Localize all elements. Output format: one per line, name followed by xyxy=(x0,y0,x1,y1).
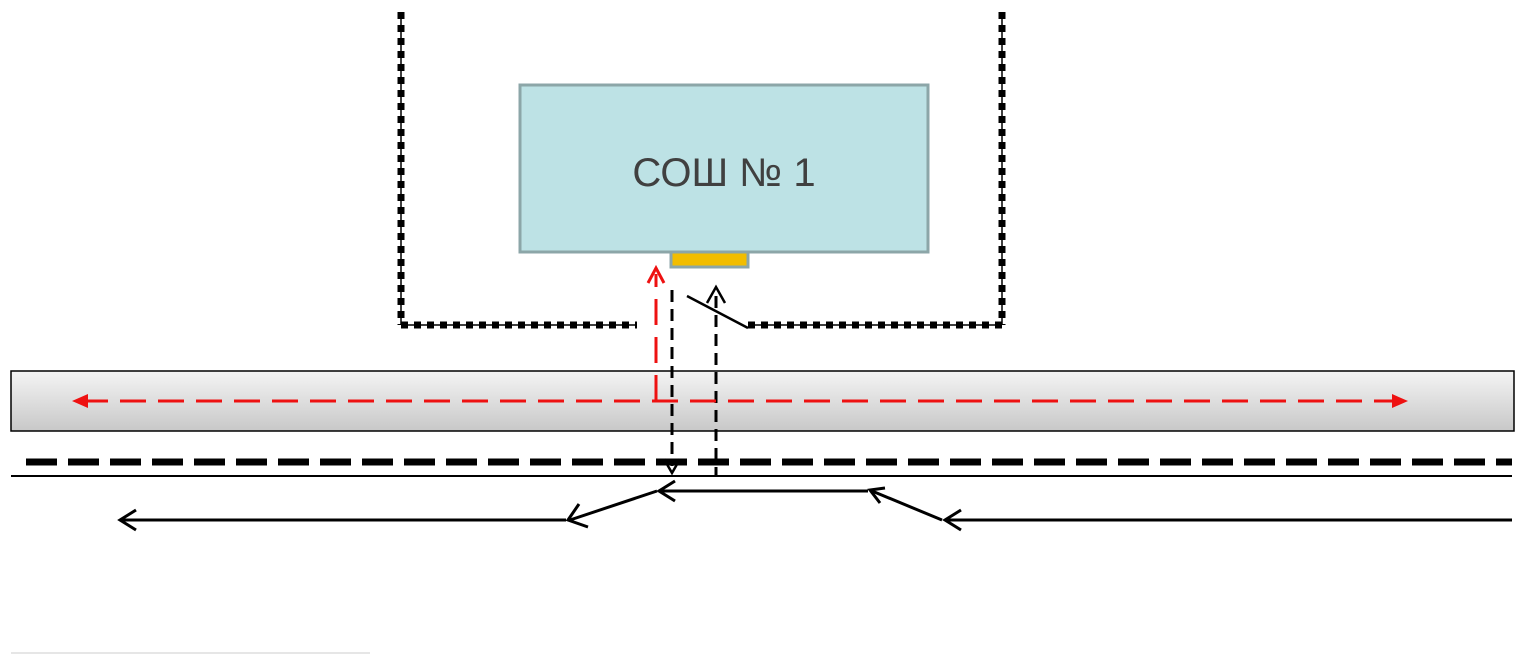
vehicle-arrowhead-1 xyxy=(942,508,962,532)
pedestrian-arrowhead-right xyxy=(1392,394,1408,408)
school-entrance xyxy=(669,250,750,269)
vehicle-arrowhead-2 xyxy=(867,486,886,504)
vehicle-arrowhead-5 xyxy=(117,508,137,532)
school-building xyxy=(518,83,930,254)
vehicle-arrowhead-3 xyxy=(656,479,676,503)
gate xyxy=(686,294,749,330)
crosswalk-arrowhead-up xyxy=(705,284,727,304)
vehicle-route-segment-4 xyxy=(569,489,658,522)
vehicle-arrowhead-4 xyxy=(565,503,589,529)
vehicle-route-segment-2 xyxy=(871,489,943,522)
pedestrian-arrowhead-left xyxy=(72,394,88,408)
school-label: СОШ № 1 xyxy=(632,151,815,195)
vehicle-route xyxy=(117,479,1512,532)
crosswalk-paths xyxy=(670,290,718,476)
pedestrian-route xyxy=(82,274,1398,403)
pedestrian-arrowhead-up xyxy=(646,264,666,284)
